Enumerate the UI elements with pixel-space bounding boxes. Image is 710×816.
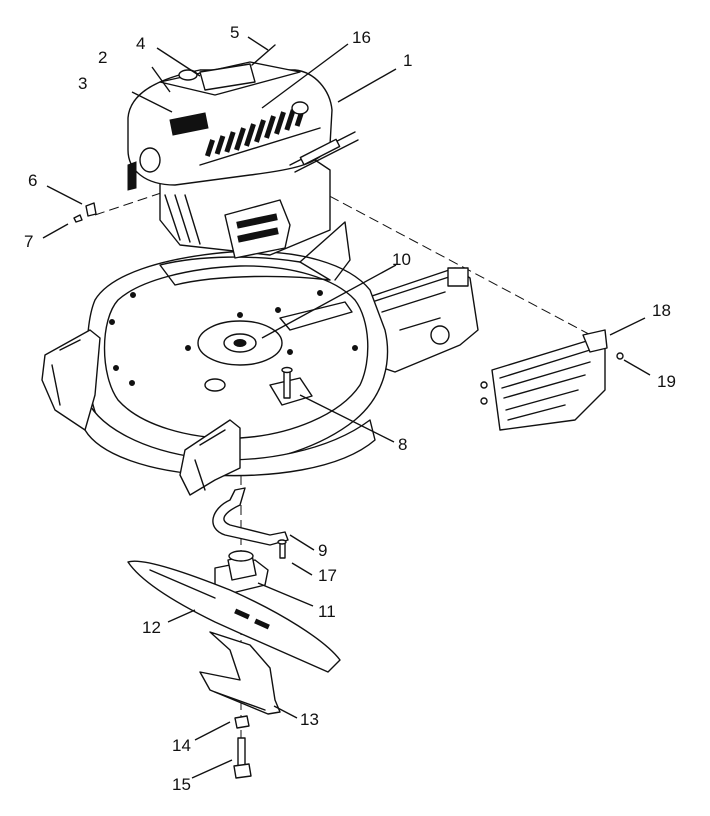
rear-guard xyxy=(480,329,624,431)
mulch-blade xyxy=(199,631,281,715)
leader-lines xyxy=(42,36,651,779)
callout-7: 7 xyxy=(24,232,33,251)
callout-4: 4 xyxy=(136,34,145,53)
blade-bolt xyxy=(233,715,252,779)
callout-1: 1 xyxy=(403,51,412,70)
callout-18: 18 xyxy=(652,301,671,320)
clip-and-screw xyxy=(73,202,97,223)
callout-12: 12 xyxy=(142,618,161,637)
center-axis xyxy=(94,174,601,770)
callout-13: 13 xyxy=(300,710,319,729)
callout-16: 16 xyxy=(352,28,371,47)
callout-labels: 1 2 3 4 5 6 7 8 9 10 11 12 13 14 15 16 1… xyxy=(24,23,676,794)
deck-bolt xyxy=(269,366,313,406)
callout-19: 19 xyxy=(657,372,676,391)
callout-10: 10 xyxy=(392,250,411,269)
engine-assembly xyxy=(127,44,359,259)
callout-17: 17 xyxy=(318,566,337,585)
callout-9: 9 xyxy=(318,541,327,560)
callout-11: 11 xyxy=(318,602,336,621)
callout-3: 3 xyxy=(78,74,87,93)
blade-bracket xyxy=(212,487,289,559)
callout-15: 15 xyxy=(172,775,191,794)
callout-6: 6 xyxy=(28,171,37,190)
mower-deck xyxy=(41,221,479,496)
callout-8: 8 xyxy=(398,435,407,454)
mower-blade xyxy=(127,560,341,673)
callout-2: 2 xyxy=(98,48,107,67)
callout-14: 14 xyxy=(172,736,191,755)
callout-5: 5 xyxy=(230,23,239,42)
